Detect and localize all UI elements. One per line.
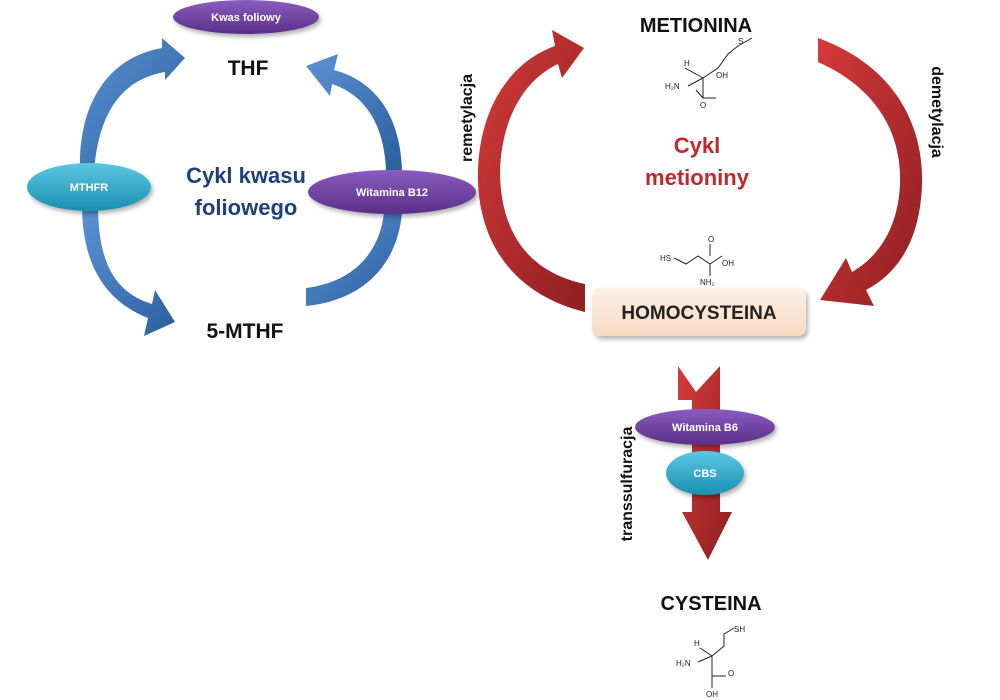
arrow-remetylacja (477, 30, 585, 312)
witamina-b6-pill (635, 409, 775, 445)
homocysteina-label: HOMOCYSTEINA (621, 303, 776, 324)
hcy-oh: OH (722, 259, 734, 268)
cys-oh: OH (706, 690, 718, 699)
met-oh: OH (716, 71, 728, 80)
homocysteina-box (592, 288, 806, 336)
witamina-b12-pill (308, 170, 476, 214)
methionine-cycle-title-line2: metioniny (645, 165, 750, 190)
kwas-foliowy-pill (173, 0, 319, 34)
cys-sh: SH (734, 625, 745, 634)
cys-o: O (728, 669, 734, 678)
metionina-label: METIONINA (640, 15, 752, 37)
cysteine-structure (697, 627, 735, 688)
homocysteine-structure (673, 244, 723, 276)
mthfr-label: MTHFR (70, 182, 109, 194)
arrow-5mthf-to-b12 (306, 212, 402, 306)
remetylacja-label: remetylacja (459, 74, 476, 162)
cys-h2n: H₂N (676, 659, 691, 668)
demetylacja-label: demetylacja (928, 66, 945, 158)
folate-cycle-title-line2: foliowego (195, 195, 298, 220)
folate-cycle-title-line1: Cykl kwasu (186, 163, 306, 188)
cbs-pill (666, 451, 744, 495)
methionine-cycle-title-line1: Cykl (674, 133, 720, 158)
cysteina-label: CYSTEINA (660, 593, 761, 615)
met-h2n: H₂N (665, 82, 680, 91)
thf-label: THF (228, 57, 269, 80)
hcy-nh2: NH₂ (700, 278, 715, 287)
5-mthf-label: 5-MTHF (207, 320, 284, 343)
transsulfuracja-label: transsulfuracja (619, 427, 636, 542)
arrow-b12-to-thf (306, 54, 402, 170)
witamina-b6-label: Witamina B6 (672, 422, 738, 434)
cys-h: H (694, 639, 700, 648)
mthfr-pill (27, 163, 151, 211)
arrow-mthfr-to-5mthf (82, 205, 175, 336)
methionine-structure (684, 37, 753, 99)
hcy-o: O (708, 235, 714, 244)
met-o: O (700, 101, 706, 110)
hcy-hs: HS (660, 254, 671, 263)
met-h: H (684, 59, 690, 68)
kwas-foliowy-label: Kwas foliowy (211, 12, 282, 24)
witamina-b12-label: Witamina B12 (356, 187, 428, 199)
arrow-thf-to-mthfr (79, 38, 185, 172)
arrow-demetylacja (818, 38, 923, 306)
cbs-label: CBS (693, 468, 716, 480)
met-s: S (738, 37, 743, 46)
